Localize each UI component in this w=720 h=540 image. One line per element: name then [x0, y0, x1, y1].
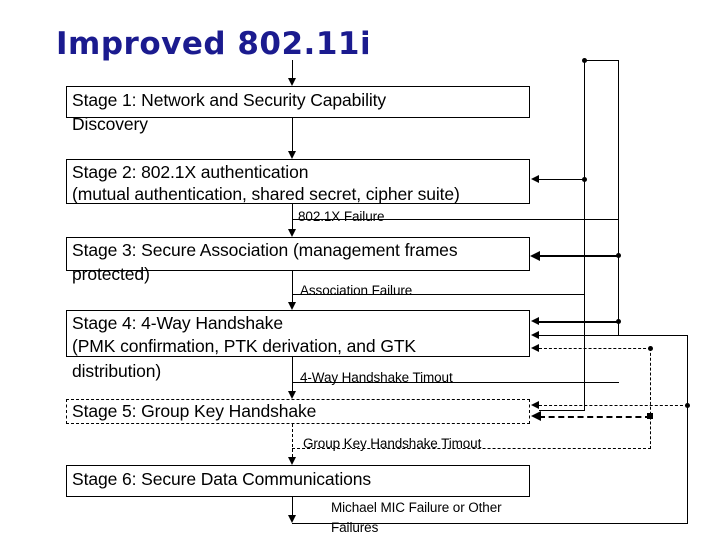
failure-8021x-line [292, 219, 619, 220]
stage-1-box[interactable] [66, 86, 530, 118]
stage-4-box[interactable] [66, 310, 530, 357]
flow-connector-stage-3-to-stage-4 [292, 271, 293, 302]
return-into-stage-5-line-thick [539, 416, 651, 418]
timeout-group-key-label: Group Key Handshake Timout [303, 436, 482, 451]
stage-4-label-line1: Stage 4: 4-Way Handshake [72, 313, 283, 333]
failure-8021x-label: 802.1X Failure [298, 209, 385, 224]
flow-connector-stage-1-to-stage-2 [292, 118, 293, 151]
routing-top-horizontal [584, 60, 619, 61]
stage-3-label-line1: Stage 3: Secure Association (management … [72, 240, 458, 260]
routing-bus-687-vertical [687, 335, 688, 523]
return-into-stage-4-line-dashed [539, 348, 651, 349]
junction-dot-618-stage-3 [615, 252, 621, 258]
return-into-stage-5-line-thin [539, 405, 688, 406]
failure-michael-label-line1: Michael MIC Failure or Other [331, 500, 502, 515]
stage-1-label-line1: Stage 1: Network and Security Capability [72, 90, 387, 110]
return-into-stage-4-line-b [539, 335, 688, 336]
flow-connector-stage-4-to-stage-5 [292, 357, 293, 391]
page-title: Improved 802.11i [56, 26, 372, 62]
stage-5-label-line1: Stage 5: Group Key Handshake [72, 401, 317, 421]
arrowhead-into-stage-5 [287, 391, 296, 399]
failure-michael-line [292, 523, 688, 524]
arrowhead-into-stage-4 [287, 302, 296, 310]
timeout-group-key-line [292, 448, 651, 449]
arrowhead-into-stage-5-thick [531, 411, 541, 421]
flow-connector-stage-6-to-bottom [292, 497, 293, 515]
return-into-stage-3-line [539, 255, 619, 257]
stage-6-label-line1: Stage 6: Secure Data Communications [72, 469, 372, 489]
junction-dot-584-stage-2 [581, 176, 587, 182]
junction-square-650-stage-5 [647, 413, 653, 419]
stage-5-box[interactable] [66, 399, 530, 424]
stage-3-box[interactable] [66, 237, 530, 271]
arrowhead-into-stage-1 [287, 78, 296, 86]
timeout-4way-line [292, 382, 619, 383]
arrowhead-into-stage-5-thin [531, 400, 539, 409]
stage-4-label-line2: (PMK confirmation, PTK derivation, and G… [72, 336, 416, 356]
stage-6-box[interactable] [66, 465, 530, 497]
routing-bus-584-vertical [584, 60, 585, 410]
arrowhead-bottom-exit [287, 515, 296, 523]
failure-michael-label-line2: Failures [331, 520, 379, 535]
arrowhead-into-stage-3-right [530, 250, 540, 261]
arrowhead-into-stage-2-right [531, 174, 539, 183]
stage-4-label-line3: distribution) [72, 361, 162, 381]
failure-association-line [292, 294, 585, 295]
flow-connector-stage-2-to-stage-3 [292, 204, 293, 229]
junction-dot-618-stage-4 [615, 318, 621, 324]
stage-2-box[interactable] [66, 159, 530, 204]
return-into-stage-4-line-a [539, 321, 619, 323]
timeout-4way-label: 4-Way Handshake Timout [300, 370, 453, 385]
stage-1-label-line2: Discovery [72, 114, 148, 134]
failure-association-label: Association Failure [300, 283, 413, 298]
return-into-stage-2-line [539, 179, 585, 180]
stage-3-label-line2: protected) [72, 264, 150, 284]
arrowhead-into-stage-3 [287, 229, 296, 237]
flow-connector-title-to-stage-1 [292, 60, 293, 78]
routing-bus-618-vertical [618, 60, 619, 335]
routing-bus-650-vertical-dashed [650, 348, 651, 449]
arrowhead-into-stage-2 [287, 151, 296, 159]
flow-connector-stage-5-to-stage-6 [292, 424, 293, 457]
stage-2-label-line1: Stage 2: 802.1X authentication [72, 162, 309, 182]
arrowhead-into-stage-4-right-dashed [531, 343, 539, 352]
stage-2-label-line2: (mutual authentication, shared secret, c… [72, 184, 460, 204]
junction-dot-584-top [581, 57, 587, 63]
arrowhead-into-stage-4-right-b [531, 330, 539, 339]
arrowhead-into-stage-6 [287, 457, 296, 465]
arrowhead-into-stage-4-right-a [531, 316, 539, 325]
routing-bus-584-bottom-turn [539, 410, 585, 411]
